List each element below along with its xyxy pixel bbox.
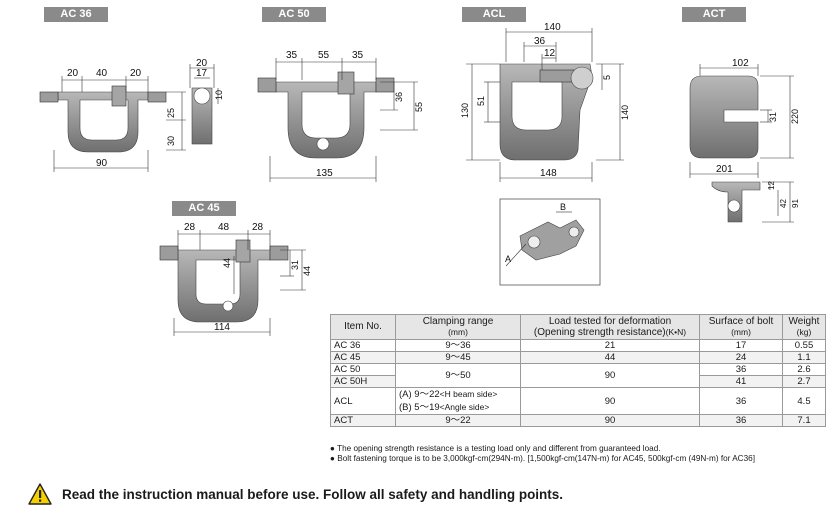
cell-weight: 4.5 xyxy=(782,387,826,415)
spec-table: Item No. Clamping range(mm) Load tested … xyxy=(330,314,826,427)
ac36-dim-w2: 40 xyxy=(96,68,108,79)
warning-triangle-icon xyxy=(28,483,52,505)
cell-load: 44 xyxy=(520,351,700,364)
ac36-drawing xyxy=(39,64,219,172)
warning-text: Read the instruction manual before use. … xyxy=(62,486,564,502)
ac45-dim-w3: 28 xyxy=(252,222,264,233)
acl-dim-r: 5 xyxy=(602,75,612,80)
cell-weight: 2.6 xyxy=(782,363,826,376)
cell-surface: 17 xyxy=(699,339,783,352)
ac45-dim-w2: 48 xyxy=(218,222,230,233)
header-clamping-range: Clamping range(mm) xyxy=(395,314,521,340)
ac36-side-w2: 17 xyxy=(196,68,208,79)
acl-dim-total: 148 xyxy=(540,168,557,179)
cell-item: AC 36 xyxy=(330,339,396,352)
note-item: ● Bolt fastening torque is to be 3,000kg… xyxy=(330,454,755,463)
cell-surface: 36 xyxy=(699,363,783,376)
table-row: ACL (A) 9～22<H beam side> (B) 5～19<Angle… xyxy=(330,387,826,415)
table-row: AC 45 9～45 44 24 1.1 xyxy=(330,351,826,364)
ac50-dim-h2: 55 xyxy=(414,102,424,112)
note-item: ● The opening strength resistance is a t… xyxy=(330,444,661,453)
tag-ac50: AC 50 xyxy=(262,7,326,22)
ac36-side-w1: 20 xyxy=(196,58,208,69)
act-dim-w-top: 102 xyxy=(732,58,749,69)
ac50-drawing xyxy=(257,58,418,182)
notes: ● The opening strength resistance is a t… xyxy=(330,444,755,464)
ac50-dim-w2: 55 xyxy=(318,50,330,61)
cell-clamp: 9～45 xyxy=(395,351,521,364)
act-drawing xyxy=(689,64,794,223)
cell-weight: 2.7 xyxy=(782,375,826,388)
cell-load: 90 xyxy=(520,387,700,415)
acl-label-b: B xyxy=(560,202,566,212)
cell-load: 90 xyxy=(520,414,700,427)
tag-ac45: AC 45 xyxy=(172,201,236,216)
cell-weight: 0.55 xyxy=(782,339,826,352)
ac36-dim-h1: 25 xyxy=(166,108,176,118)
cell-weight: 7.1 xyxy=(782,414,826,427)
cell-item: ACL xyxy=(330,387,396,415)
table-row: AC 36 9～36 21 17 0.55 xyxy=(330,339,826,352)
tag-ac36: AC 36 xyxy=(44,7,108,22)
tag-acl: ACL xyxy=(462,7,526,22)
cell-load: 21 xyxy=(520,339,700,352)
cell-clamp: 9～50 xyxy=(395,363,521,388)
header-weight: Weight(kg) xyxy=(782,314,826,340)
acl-dim-h-outer: 130 xyxy=(460,103,470,118)
ac50-dim-total: 135 xyxy=(316,168,333,179)
act-dim-h-slot: 31 xyxy=(768,112,778,122)
table-row: AC 50H 41 2.7 xyxy=(330,375,826,388)
ac45-drawing xyxy=(159,230,306,336)
ac50-dim-w1: 35 xyxy=(286,50,298,61)
act-dim-total: 201 xyxy=(716,164,733,175)
ac36-dim-w1: 20 xyxy=(67,68,79,79)
cell-item: AC 50 xyxy=(330,363,396,376)
acl-dim-h-inner: 51 xyxy=(476,96,486,106)
ac36-dim-total: 90 xyxy=(96,158,108,169)
cell-surface: 41 xyxy=(699,375,783,388)
ac45-dim-total: 114 xyxy=(214,322,230,333)
table-header-row: Item No. Clamping range(mm) Load tested … xyxy=(330,314,826,340)
cell-surface: 36 xyxy=(699,414,783,427)
act-dim-s1: 12 xyxy=(767,181,776,190)
ac36-side-r: 10 xyxy=(214,90,224,100)
cell-weight: 1.1 xyxy=(782,351,826,364)
ac50-dim-w3: 35 xyxy=(352,50,364,61)
cell-item: ACT xyxy=(330,414,396,427)
acl-dim-w-mid: 36 xyxy=(534,36,546,47)
acl-dim-w-small: 12 xyxy=(544,48,556,59)
acl-drawing xyxy=(466,28,624,286)
act-dim-h-total: 220 xyxy=(790,109,800,124)
act-dim-s3: 91 xyxy=(791,199,800,208)
acl-dim-w-top: 140 xyxy=(544,22,561,33)
ac45-dim-h1: 44 xyxy=(222,258,232,268)
header-load: Load tested for deformation(Opening stre… xyxy=(520,314,700,340)
cell-load: 90 xyxy=(520,363,700,388)
cell-surface: 36 xyxy=(699,387,783,415)
act-dim-s2: 42 xyxy=(779,199,788,208)
ac45-dim-w1: 28 xyxy=(184,222,196,233)
header-item: Item No. xyxy=(330,314,396,340)
cell-item: AC 45 xyxy=(330,351,396,364)
ac45-dim-h2: 31 xyxy=(290,260,300,270)
ac36-dim-w3: 20 xyxy=(130,68,142,79)
ac45-dim-h3: 44 xyxy=(302,266,312,276)
cell-surface: 24 xyxy=(699,351,783,364)
header-surface: Surface of bolt(mm) xyxy=(699,314,783,340)
table-row: AC 50 9～50 90 36 2.6 xyxy=(330,363,826,388)
cell-item: AC 50H xyxy=(330,375,396,388)
cell-clamp: (A) 9～22<H beam side> (B) 5～19<Angle sid… xyxy=(395,387,521,415)
ac50-dim-h1: 36 xyxy=(394,92,404,102)
warning-banner: Read the instruction manual before use. … xyxy=(28,483,563,505)
table-row: ACT 9～22 90 36 7.1 xyxy=(330,414,826,427)
acl-dim-h-right: 140 xyxy=(620,105,630,120)
cell-clamp: 9～22 xyxy=(395,414,521,427)
cell-clamp: 9～36 xyxy=(395,339,521,352)
acl-label-a: A xyxy=(505,254,511,264)
ac36-dim-h2: 30 xyxy=(166,136,176,146)
tag-act: ACT xyxy=(682,7,746,22)
